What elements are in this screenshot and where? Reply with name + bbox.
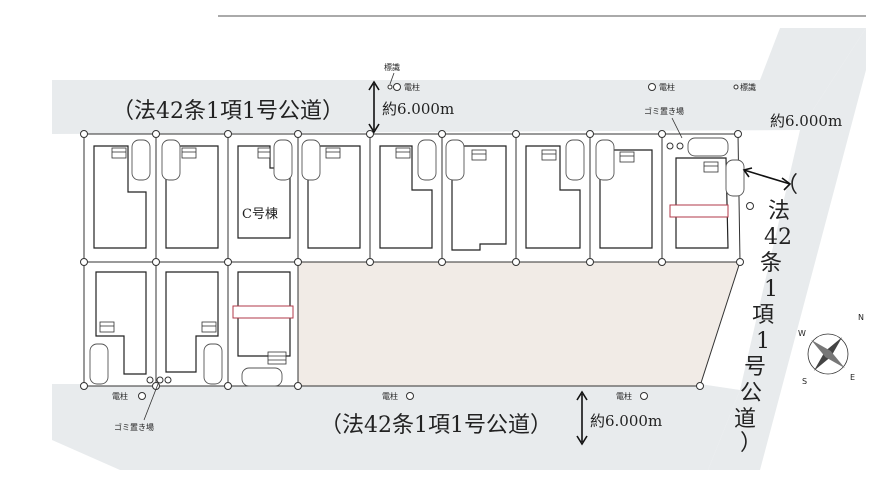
car-icon xyxy=(273,139,293,181)
sign-icon xyxy=(387,84,393,90)
pole-icon xyxy=(648,83,656,91)
lot-name-label: C号棟 xyxy=(242,207,278,222)
car-icon xyxy=(161,139,181,181)
compass-west: W xyxy=(798,329,806,338)
house-b2 xyxy=(165,271,219,373)
house-a9 xyxy=(675,157,729,249)
east-width-arrow xyxy=(743,169,791,185)
car-icon xyxy=(725,159,745,197)
pole-label: 電柱 xyxy=(616,391,632,401)
sign-icon xyxy=(733,84,739,90)
south-road-width: 約6.000m xyxy=(590,412,662,430)
signboard-marker xyxy=(232,305,294,319)
car-icon xyxy=(131,139,151,181)
svg-text:1: 1 xyxy=(756,329,770,354)
sign-label: 標識 xyxy=(740,82,756,92)
svg-text:公: 公 xyxy=(740,381,762,406)
compass-east: E xyxy=(850,373,855,382)
pole-icon xyxy=(746,202,754,210)
svg-text:項: 項 xyxy=(752,303,774,328)
pole-icon xyxy=(138,392,146,400)
pole-icon xyxy=(406,392,414,400)
car-icon xyxy=(241,367,283,387)
pole-label: 電柱 xyxy=(659,82,675,92)
compass-icon: N E S W xyxy=(798,313,864,386)
east-road xyxy=(708,28,866,470)
south-road-label: （法42条1項1号公道） xyxy=(320,413,552,438)
svg-text:法: 法 xyxy=(768,199,790,224)
east-road-width: 約6.000m xyxy=(770,112,842,130)
north-road-label: （法42条1項1号公道） xyxy=(112,99,344,124)
south-road xyxy=(52,384,740,470)
svg-text:号: 号 xyxy=(744,355,766,380)
pole-icon xyxy=(393,83,401,91)
car-icon xyxy=(445,139,465,181)
compass-north: N xyxy=(858,313,864,322)
svg-text:道: 道 xyxy=(734,407,756,432)
house-a6 xyxy=(451,145,507,251)
house-a1 xyxy=(93,145,147,249)
lower-parcel xyxy=(297,261,741,387)
pole-label: 電柱 xyxy=(404,82,420,92)
svg-text:1: 1 xyxy=(764,277,778,302)
car-icon xyxy=(203,343,223,385)
svg-text:条: 条 xyxy=(760,251,782,276)
car-icon xyxy=(687,137,729,157)
signboard-marker xyxy=(669,204,729,218)
parking-cars xyxy=(89,137,745,387)
svg-text:（: （ xyxy=(776,173,798,198)
house-a4 xyxy=(307,145,361,249)
svg-text:42: 42 xyxy=(764,225,792,250)
pole-icon xyxy=(640,392,648,400)
garbage-label: ゴミ置き場 xyxy=(644,106,684,116)
car-icon xyxy=(565,139,585,181)
pole-label: 電柱 xyxy=(382,391,398,401)
houses-upper xyxy=(93,145,729,251)
house-b1 xyxy=(95,271,147,375)
north-road xyxy=(52,28,866,134)
car-icon xyxy=(417,139,437,181)
car-icon xyxy=(301,139,321,181)
utility-poles: 電柱 電柱 電柱 電柱 電柱 xyxy=(112,82,754,401)
east-road-label: （ 法 42 条 1 項 1 号 公 道 ） xyxy=(734,173,798,456)
svg-text:）: ） xyxy=(740,431,762,456)
house-a5 xyxy=(379,145,433,249)
north-road-width: 約6.000m xyxy=(382,100,454,118)
garbage-label: ゴミ置き場 xyxy=(114,422,154,432)
car-icon xyxy=(89,343,109,385)
entry-steps xyxy=(99,147,719,365)
compass-south: S xyxy=(802,377,807,386)
pole-label: 電柱 xyxy=(112,391,128,401)
sign-label: 標識 xyxy=(384,62,400,72)
house-a7 xyxy=(525,145,581,249)
car-icon xyxy=(595,139,615,181)
